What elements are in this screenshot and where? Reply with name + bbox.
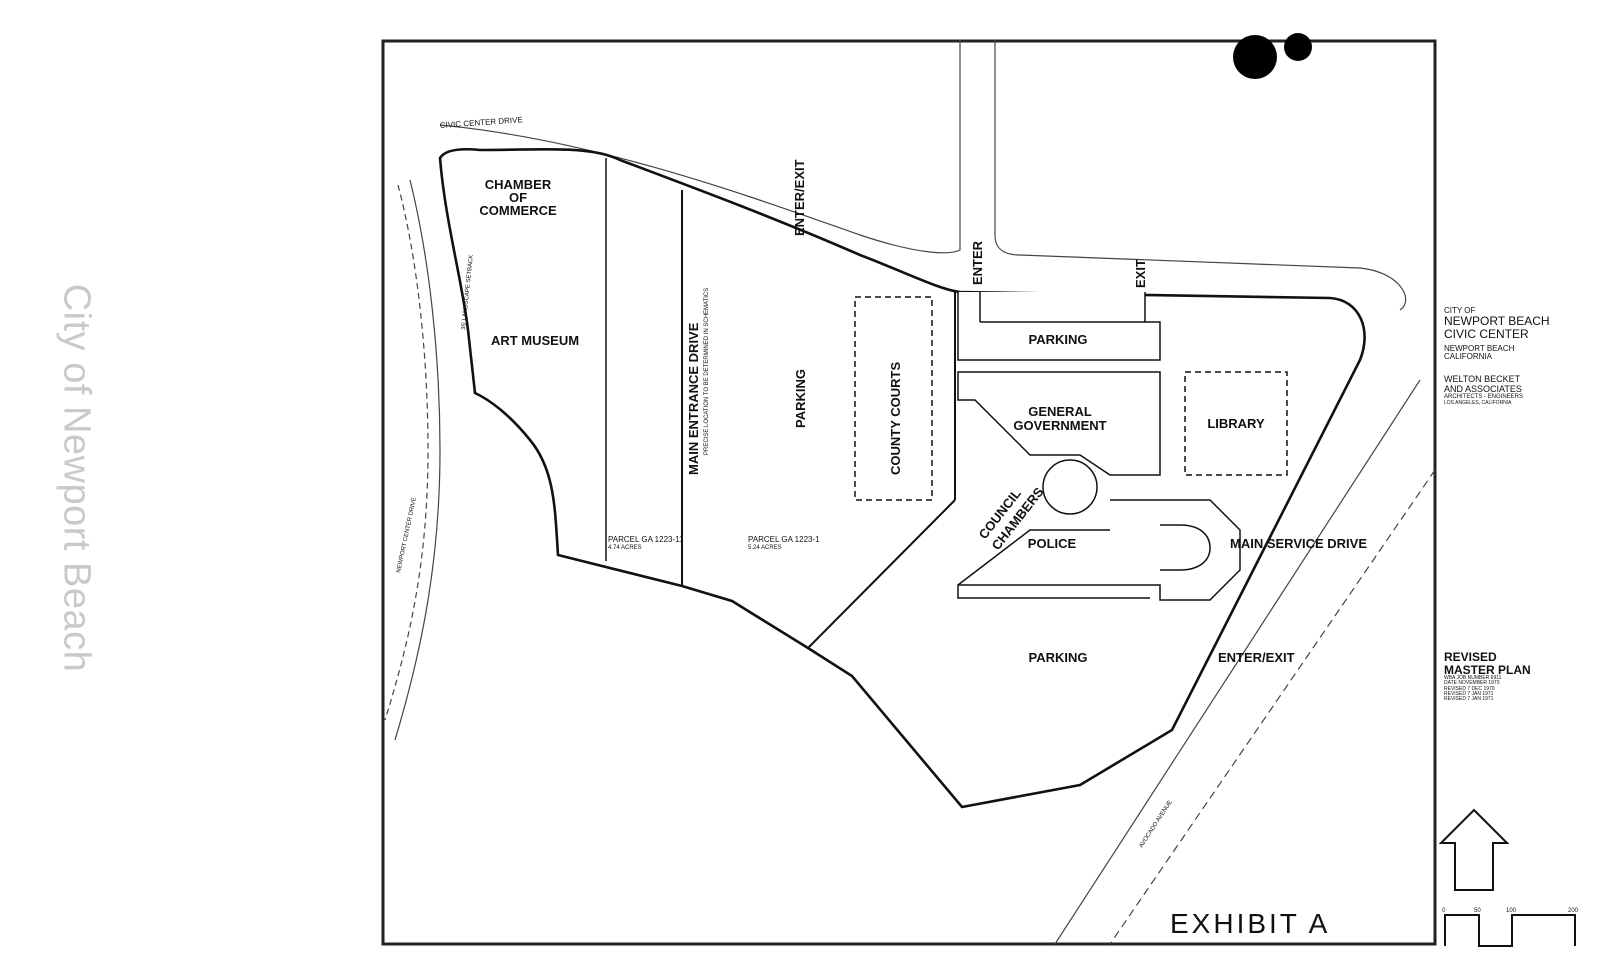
plan-title-block: REVISED MASTER PLAN WBA JOB NUMBER 6911 …	[1444, 651, 1531, 702]
exhibit-label: EXHIBIT A	[1170, 908, 1330, 939]
civic-center-drive-label: CIVIC CENTER DRIVE	[440, 115, 524, 130]
roads	[384, 40, 1436, 945]
north-arrow-icon	[1438, 808, 1510, 891]
firm-line-4: LOS ANGELES, CALIFORNIA	[1444, 399, 1512, 406]
title-block: CITY OF NEWPORT BEACH CIVIC CENTER NEWPO…	[1444, 306, 1550, 406]
parcel-lines	[605, 158, 956, 649]
parcel-b-label: PARCEL GA 1223-1	[748, 535, 820, 544]
revision-note-3: REVISED 7 DEC 1970	[1444, 685, 1495, 692]
civic-center-title-1: NEWPORT BEACH	[1444, 314, 1550, 329]
county-courts-building	[854, 296, 933, 501]
parcel-b-acres-label: 5.24 ACRES	[748, 545, 782, 551]
parking-bottom-label: PARKING	[1029, 650, 1088, 665]
scale-bar	[1444, 914, 1576, 947]
police-label: POLICE	[1028, 536, 1077, 551]
firm-line-1: WELTON BECKET	[1444, 374, 1521, 385]
library-label: LIBRARY	[1207, 416, 1265, 431]
scale-label-50: 50	[1474, 908, 1481, 914]
general-government-building	[957, 371, 1161, 476]
enter-exit-right-label: ENTER/EXIT	[1218, 650, 1295, 665]
parking-structure-top	[957, 292, 1161, 361]
main-entrance-drive-label: MAIN ENTRANCE DRIVE	[686, 322, 701, 475]
location-line-2: CALIFORNIA	[1444, 351, 1493, 361]
precise-location-label: PRECISE LOCATION TO BE DETERMINED IN SCH…	[704, 288, 710, 455]
buildings	[854, 292, 1288, 601]
enter-exit-top-label: ENTER/EXIT	[792, 159, 807, 236]
chamber-label-1: CHAMBER	[485, 177, 552, 192]
ink-blot	[1233, 35, 1277, 79]
firm-line-3: ARCHITECTS - ENGINEERS	[1444, 394, 1524, 401]
chamber-label-3: COMMERCE	[479, 203, 557, 218]
location-line-1: NEWPORT BEACH	[1444, 343, 1515, 353]
parcel-a-label: PARCEL GA 1223-11	[608, 535, 684, 544]
revision-note-1: WBA JOB NUMBER 6911	[1444, 675, 1502, 682]
exit-label: EXIT	[1133, 259, 1148, 288]
art-museum-label: ART MUSEUM	[491, 333, 579, 348]
general-government-label-2: GOVERNMENT	[1013, 418, 1106, 433]
revised-label: REVISED	[1444, 650, 1497, 664]
general-government-label-1: GENERAL	[1028, 404, 1092, 419]
master-plan-label: MASTER PLAN	[1444, 662, 1531, 677]
civic-center-title-2: CIVIC CENTER	[1444, 326, 1529, 341]
scale-label-200: 200	[1568, 908, 1579, 914]
revision-note-4: REVISED 7 JAN 1971	[1444, 690, 1494, 697]
site-boundary	[438, 147, 1366, 809]
council-chambers-building	[1042, 459, 1098, 515]
scale-label-100: 100	[1506, 908, 1517, 914]
city-of-label: CITY OF	[1444, 306, 1476, 315]
revision-note-2: DATE NOVEMBER 1970	[1444, 680, 1500, 687]
parking-top-label: PARKING	[1029, 332, 1088, 347]
enter-label: ENTER	[970, 240, 985, 285]
parcel-a-acres-label: 4.74 ACRES	[608, 545, 642, 551]
scale-label-0: 0	[1442, 908, 1446, 914]
revision-note-5: REVISED 7 JAN 1971	[1444, 696, 1494, 703]
firm-line-2: AND ASSOCIATES	[1444, 383, 1522, 394]
main-service-drive-label: MAIN SERVICE DRIVE	[1230, 536, 1367, 551]
chamber-label-2: OF	[509, 190, 527, 205]
parking-left-label: PARKING	[793, 369, 808, 428]
county-courts-label: COUNTY COURTS	[888, 362, 903, 475]
newport-center-drive-label: NEWPORT CENTER DRIVE	[396, 497, 418, 573]
service-drive-loop	[1160, 524, 1211, 571]
library-building	[1184, 371, 1288, 476]
ink-blot	[1284, 33, 1312, 61]
